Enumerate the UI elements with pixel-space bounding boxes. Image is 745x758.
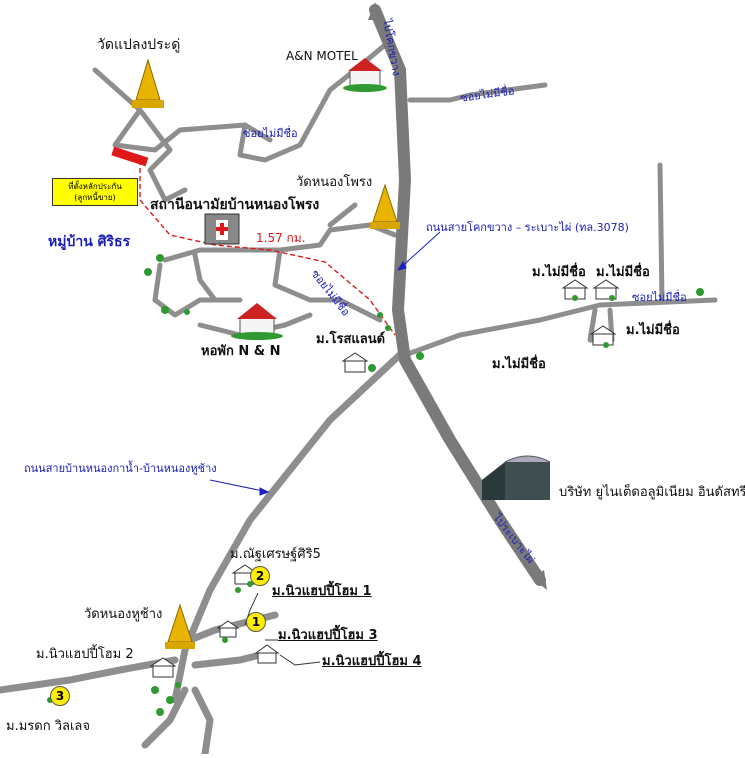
label-new-happy-home-1: ม.นิวแฮปปี้โฮม 1 (272, 584, 372, 599)
label-distance: 1.57 กม. (256, 231, 306, 245)
label-moradok-village: ม.มรดก วิลเลจ (6, 719, 90, 734)
label-unnamed-village-3: ม.ไม่มีชื่อ (626, 323, 680, 338)
motel-icon (343, 58, 387, 92)
label-new-happy-home-2: ม.นิวแฮปปี้โฮม 2 (36, 647, 134, 662)
label-nat-sert-siri5: ม.ณัฐเศรษฐ์ศิริ5 (230, 547, 321, 562)
label-wat-nong-phrong: วัดหนองโพรง (296, 175, 373, 190)
leader-lines (209, 231, 441, 496)
label-rose-land: ม.โรสแลนด์ (316, 332, 386, 347)
label-village-sirithon: หมู่บ้าน ศิริธร (48, 234, 131, 250)
label-unnamed-village-2: ม.ไม่มีชื่อ (596, 265, 650, 280)
highway-3078 (369, 4, 546, 586)
arrow-icon (368, 2, 382, 20)
minor-roads (92, 42, 718, 358)
marker-number-3: 3 (50, 686, 70, 706)
label-new-happy-home-3: ม.นิวแฮปปี้โฮม 3 (278, 628, 378, 643)
label-an-motel: A&N MOTEL (286, 49, 358, 63)
arrow-icon (532, 570, 547, 590)
marker-number-1: 1 (246, 612, 266, 632)
collateral-box-line2: (ลูกหนี้ขาย) (74, 193, 116, 203)
collateral-location-box: ที่ตั้งหลักประกัน (ลูกหนี้ขาย) (52, 178, 138, 207)
hospital-icon (204, 213, 240, 245)
location-marker-icon (111, 146, 149, 167)
temple-icon (370, 183, 400, 229)
label-unnamed-soi-left: ซอยไม่มีชื่อ (243, 127, 298, 140)
route-line (139, 160, 396, 336)
label-new-happy-home-4: ม.นิวแฮปปี้โฮม 4 (322, 654, 422, 669)
temple-icon (165, 603, 195, 649)
label-road-nong-kan-nam: ถนนสายบ้านหนองกาน้ำ-บ้านหนองหูช้าง (24, 462, 217, 475)
label-dorm-nn: หอพัก N & N (201, 344, 281, 359)
collateral-box-line1: ที่ตั้งหลักประกัน (68, 182, 122, 191)
label-wat-nong-hu-chang: วัดหนองหูช้าง (84, 607, 163, 622)
temple-icon (132, 58, 164, 108)
label-unnamed-village-4: ม.ไม่มีชื่อ (492, 357, 546, 372)
label-unnamed-village-1: ม.ไม่มีชื่อ (532, 265, 586, 280)
label-road-3078: ถนนสายโคกขวาง – ระเบาะไผ่ (ทล.3078) (426, 221, 629, 234)
label-company: บริษัท ยูไนเต็ดอลูมิเนียม อินดัสทรี (559, 485, 745, 500)
label-wat-plaeng-pradu: วัดแปลงประดู่ (97, 37, 181, 53)
factory-icon (482, 455, 551, 500)
label-health-station: สถานีอนามัยบ้านหนองโพรง (150, 197, 320, 213)
tree-icon (47, 254, 704, 716)
marker-number-2: 2 (250, 566, 270, 586)
label-unnamed-soi-right: ซอยไม่มีชื่อ (632, 291, 687, 304)
motel-icon (231, 303, 283, 340)
